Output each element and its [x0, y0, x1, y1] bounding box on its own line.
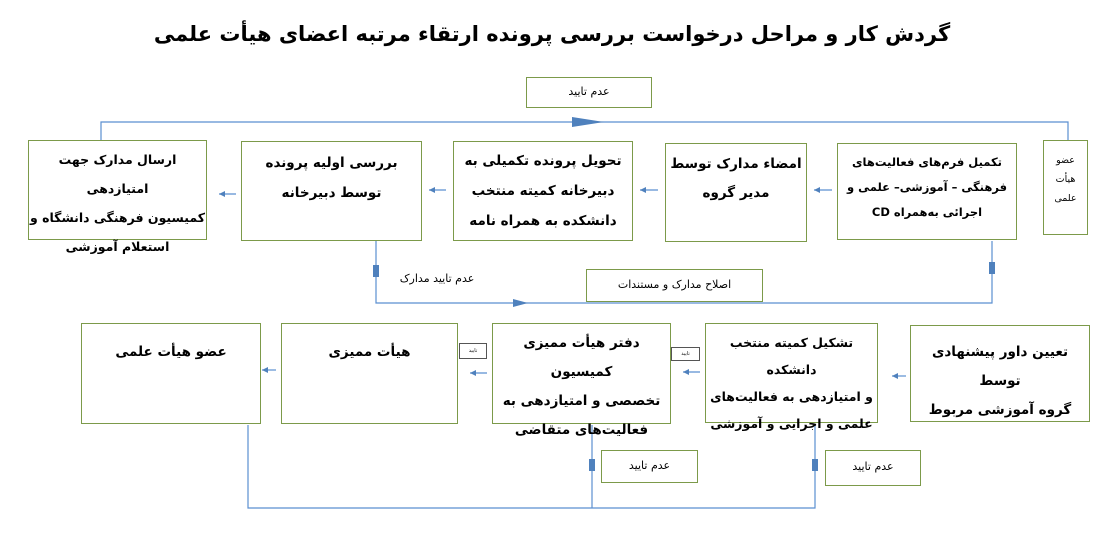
faculty-member-box: عضو هیأت علمی [1043, 140, 1088, 235]
audit-board-box: هیأت ممیزی [281, 323, 458, 424]
complete-forms-box: تکمیل فرم‌های فعالیت‌های فرهنگی – آموزشی… [837, 143, 1017, 240]
initial-review-box: بررسی اولیه پرونده توسط دبیرخانه [241, 141, 422, 241]
top-loop-arrowhead [572, 117, 604, 127]
assign-reviewer-box: تعیین داور پیشنهادی توسط گروه آموزشی مرب… [910, 325, 1090, 422]
approve-tag-1: تایید [671, 347, 700, 361]
faculty-member-final-box: عضو هیأت علمی [81, 323, 261, 424]
docs-reject-label: عدم تایید مدارک [399, 272, 475, 285]
manager-sign-box: امضاء مدارک توسط مدیر گروه [665, 143, 807, 242]
audit-office-box: دفتر هیأت ممیزی کمیسیون تخصصی و امتیازده… [492, 323, 671, 438]
docs-fix-note: اصلاح مدارک و مستندات [586, 269, 763, 302]
send-documents-box: ارسال مدارک جهت امتیازدهی کمیسیون فرهنگی… [28, 140, 207, 254]
top-reject-note: عدم تایید [526, 77, 652, 108]
faculty-committee-box: تشکیل کمیته منتخب دانشکده و امتیازدهی به… [705, 323, 878, 431]
docs-loop-arrowhead [513, 299, 528, 307]
bottom-reject-note-2: عدم تایید [825, 450, 921, 486]
deliver-file-box: تحویل پرونده تکمیلی به دبیرخانه کمیته من… [453, 141, 633, 241]
bottom-reject-note-1: عدم تایید [601, 450, 698, 483]
approve-tag-2: تایید [459, 343, 487, 359]
diagram-title: گردش کار و مراحل درخواست بررسی پرونده ار… [153, 22, 951, 46]
